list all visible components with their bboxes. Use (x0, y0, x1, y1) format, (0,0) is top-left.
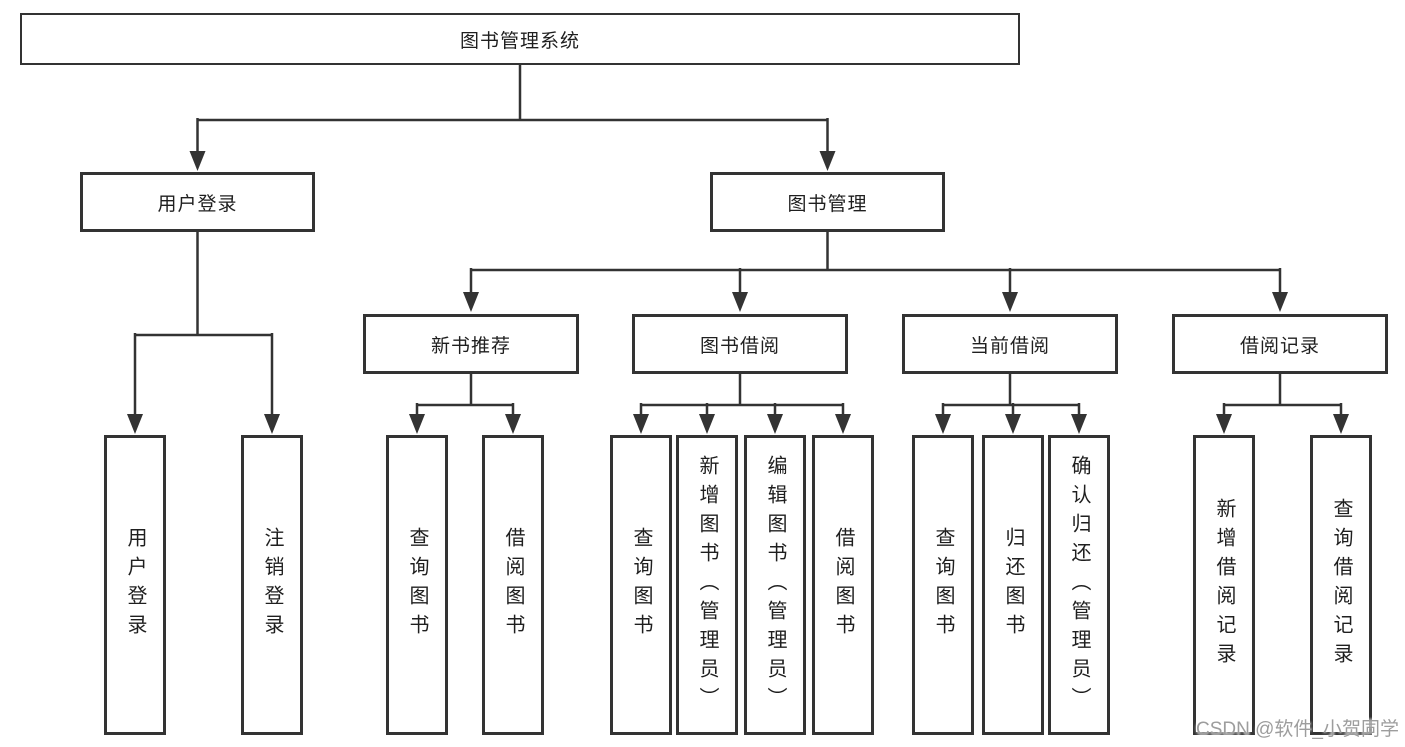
connector-cur-borrow-subtree (941, 372, 1081, 416)
arrowhead-icon (767, 414, 783, 434)
arrowhead-icon (1005, 414, 1021, 434)
connector-book-borrow-subtree (639, 372, 845, 416)
arrowhead-icon (264, 414, 280, 434)
arrowhead-icon (409, 414, 425, 434)
leaf-query-books: 查询图书 (610, 435, 672, 735)
connector-user-login-subtree (133, 230, 274, 416)
arrowhead-icon (633, 414, 649, 434)
node-book-management: 图书管理 (710, 172, 945, 232)
leaf-query-books: 查询图书 (912, 435, 974, 735)
arrowhead-icon (1272, 292, 1288, 312)
arrowhead-icon (732, 292, 748, 312)
arrowhead-icon (189, 151, 206, 171)
leaf-borrow-books: 借阅图书 (812, 435, 874, 735)
leaf-add-borrow-record: 新增借阅记录 (1193, 435, 1255, 735)
arrowhead-icon (699, 414, 715, 434)
connector-root-to-level2 (196, 64, 829, 153)
connector-borrow-rec-subtree (1222, 372, 1343, 416)
arrowhead-icon (935, 414, 951, 434)
leaf-user-login: 用户登录 (104, 435, 166, 735)
arrowhead-icon (835, 414, 851, 434)
arrowhead-icon (1071, 414, 1087, 434)
leaf-borrow-books: 借阅图书 (482, 435, 544, 735)
leaf-edit-book-admin: 编辑图书（管理员） (744, 435, 806, 735)
arrowhead-icon (1333, 414, 1349, 434)
node-library-management-system: 图书管理系统 (20, 13, 1020, 65)
csdn-watermark: CSDN @软件_小贺同学 (1196, 719, 1399, 740)
node-new-book-recommendation: 新书推荐 (363, 314, 579, 374)
node-book-borrowing: 图书借阅 (632, 314, 848, 374)
arrowhead-icon (1002, 292, 1018, 312)
leaf-logout: 注销登录 (241, 435, 303, 735)
leaf-return-book: 归还图书 (982, 435, 1044, 735)
arrowhead-icon (127, 414, 143, 434)
node-borrowing-records: 借阅记录 (1172, 314, 1388, 374)
node-user-login: 用户登录 (80, 172, 315, 232)
arrowhead-icon (1216, 414, 1232, 434)
leaf-query-borrow-record: 查询借阅记录 (1310, 435, 1372, 735)
node-current-borrowing: 当前借阅 (902, 314, 1118, 374)
leaf-confirm-return-admin: 确认归还（管理员） (1048, 435, 1110, 735)
connector-new-book-subtree (415, 372, 515, 416)
arrowhead-icon (819, 151, 836, 171)
leaf-add-book-admin: 新增图书（管理员） (676, 435, 738, 735)
leaf-query-books: 查询图书 (386, 435, 448, 735)
connector-book-mgmt-subtree (469, 230, 1282, 294)
arrowhead-icon (463, 292, 479, 312)
arrowhead-icon (505, 414, 521, 434)
